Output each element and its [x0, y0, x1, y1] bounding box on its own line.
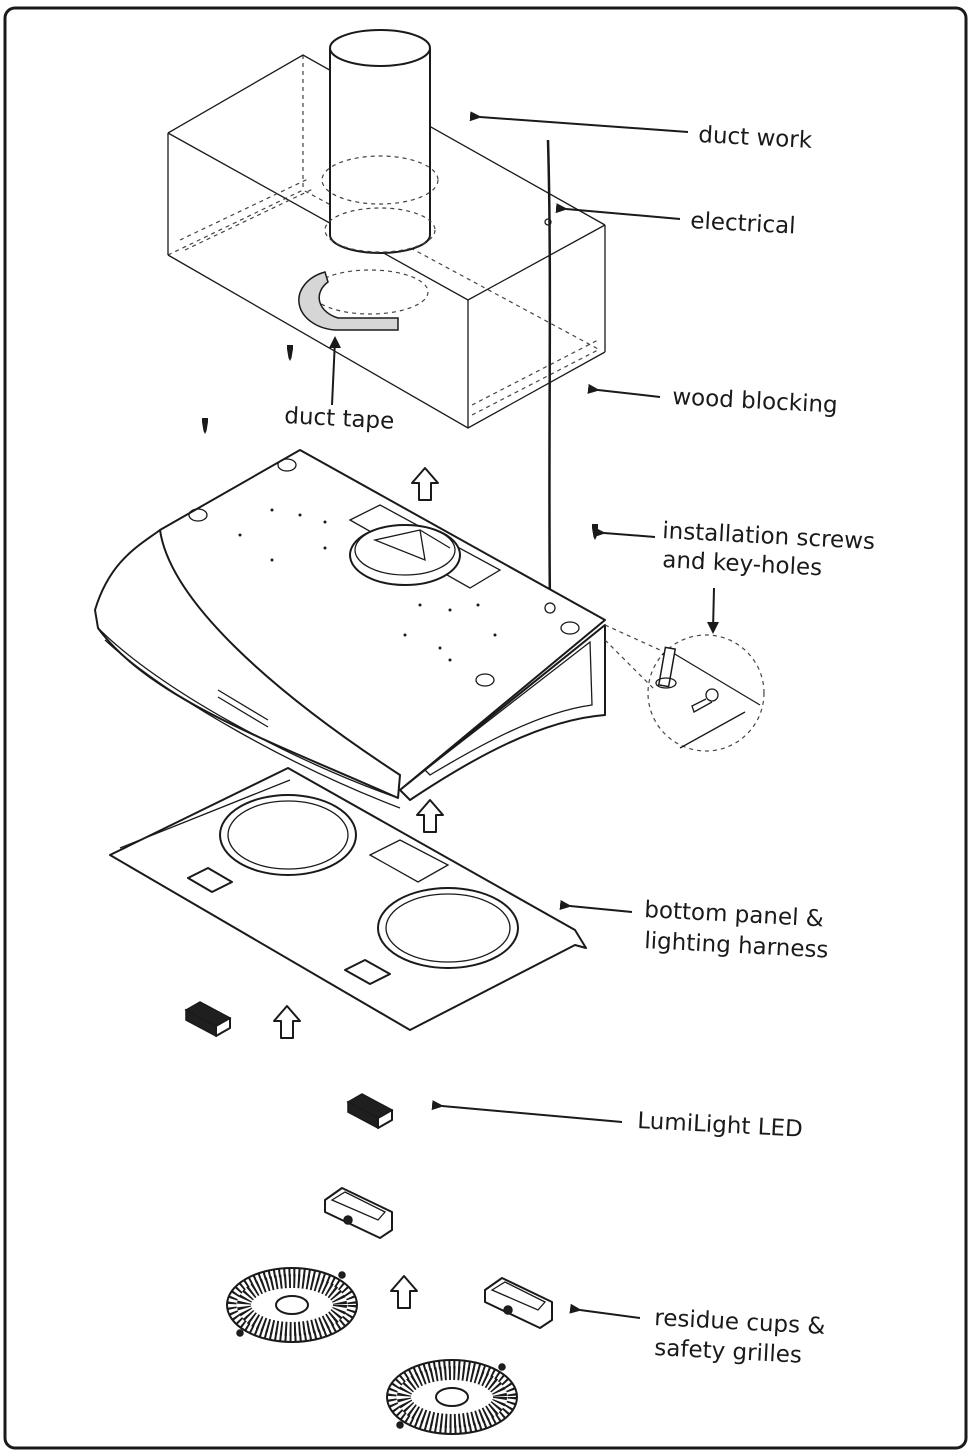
label-residue-cups-2: safety grilles	[654, 1335, 803, 1369]
duct-cylinder	[311, 29, 439, 315]
label-residue-cups-1: residue cups &	[654, 1305, 826, 1340]
label-installation-screws-2: and key-holes	[662, 547, 823, 581]
leader-electrical	[555, 203, 681, 220]
label-electrical: electrical	[690, 208, 797, 239]
up-arrow-icon	[416, 799, 444, 833]
label-wood-blocking: wood blocking	[672, 384, 839, 419]
leader-installation-screws	[593, 527, 656, 538]
duct-tape	[298, 271, 399, 406]
led-module	[184, 1001, 232, 1038]
screw-icon	[287, 345, 293, 361]
bottom-panel	[109, 767, 587, 1031]
screw-icon	[202, 418, 208, 434]
label-bottom-panel-2: lighting harness	[644, 928, 829, 964]
label-lumilight-led: LumiLight LED	[637, 1108, 804, 1143]
leader-lumilight	[431, 1100, 623, 1123]
label-duct-work: duct work	[698, 122, 814, 154]
screw-icon	[592, 524, 598, 540]
leader-bottom-panel	[559, 900, 633, 913]
electrical-cable	[546, 139, 552, 606]
range-hood-body	[94, 449, 606, 809]
up-arrow-icon	[411, 467, 439, 501]
cabinet-box	[167, 54, 606, 429]
leader-residue-cups	[569, 1303, 641, 1319]
leader-duct-work	[469, 111, 689, 133]
residue-cup	[484, 1277, 553, 1329]
residue-cup	[324, 1187, 393, 1239]
keyhole-detail	[604, 624, 765, 752]
up-arrow-icon	[273, 1005, 301, 1039]
diagram-border	[3, 6, 968, 1450]
leader-wood-blocking	[587, 383, 661, 398]
led-module	[346, 1093, 394, 1130]
safety-grille	[386, 1359, 518, 1435]
safety-grille	[226, 1267, 358, 1343]
label-bottom-panel-1: bottom panel &	[644, 897, 825, 932]
up-arrow-icon	[390, 1275, 418, 1309]
label-duct-tape: duct tape	[284, 403, 395, 435]
